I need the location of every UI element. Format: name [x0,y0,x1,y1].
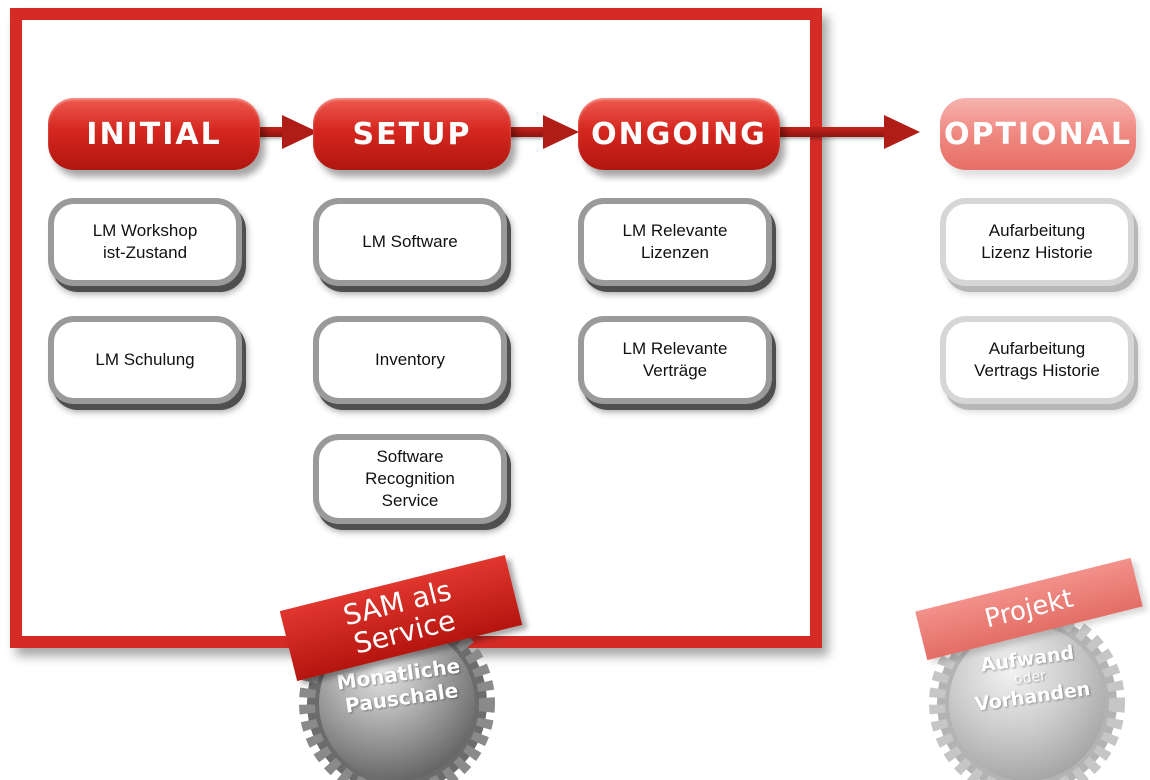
setup-item-software: LM Software [313,198,507,286]
initial-item-schulung: LM Schulung [48,316,242,404]
ongoing-item-vertraege: LM Relevante Verträge [578,316,772,404]
phase-initial: INITIAL [48,98,260,170]
arrow-initial-setup [282,115,318,149]
setup-item-inventory: Inventory [313,316,507,404]
initial-item-workshop: LM Workshop ist-Zustand [48,198,242,286]
arrow-ongoing-optional [884,115,920,149]
connector-setup-ongoing [510,127,550,137]
ongoing-item-lizenzen: LM Relevante Lizenzen [578,198,772,286]
connector-ongoing-optional [778,127,890,137]
optional-item-vertrags-historie: Aufarbeitung Vertrags Historie [940,316,1134,404]
phase-optional: OPTIONAL [940,98,1136,170]
setup-item-recognition: Software Recognition Service [313,434,507,524]
connector-initial-setup [258,127,288,137]
phase-setup: SETUP [313,98,511,170]
arrow-setup-ongoing [543,115,579,149]
phase-ongoing: ONGOING [578,98,780,170]
optional-item-lizenz-historie: Aufarbeitung Lizenz Historie [940,198,1134,286]
